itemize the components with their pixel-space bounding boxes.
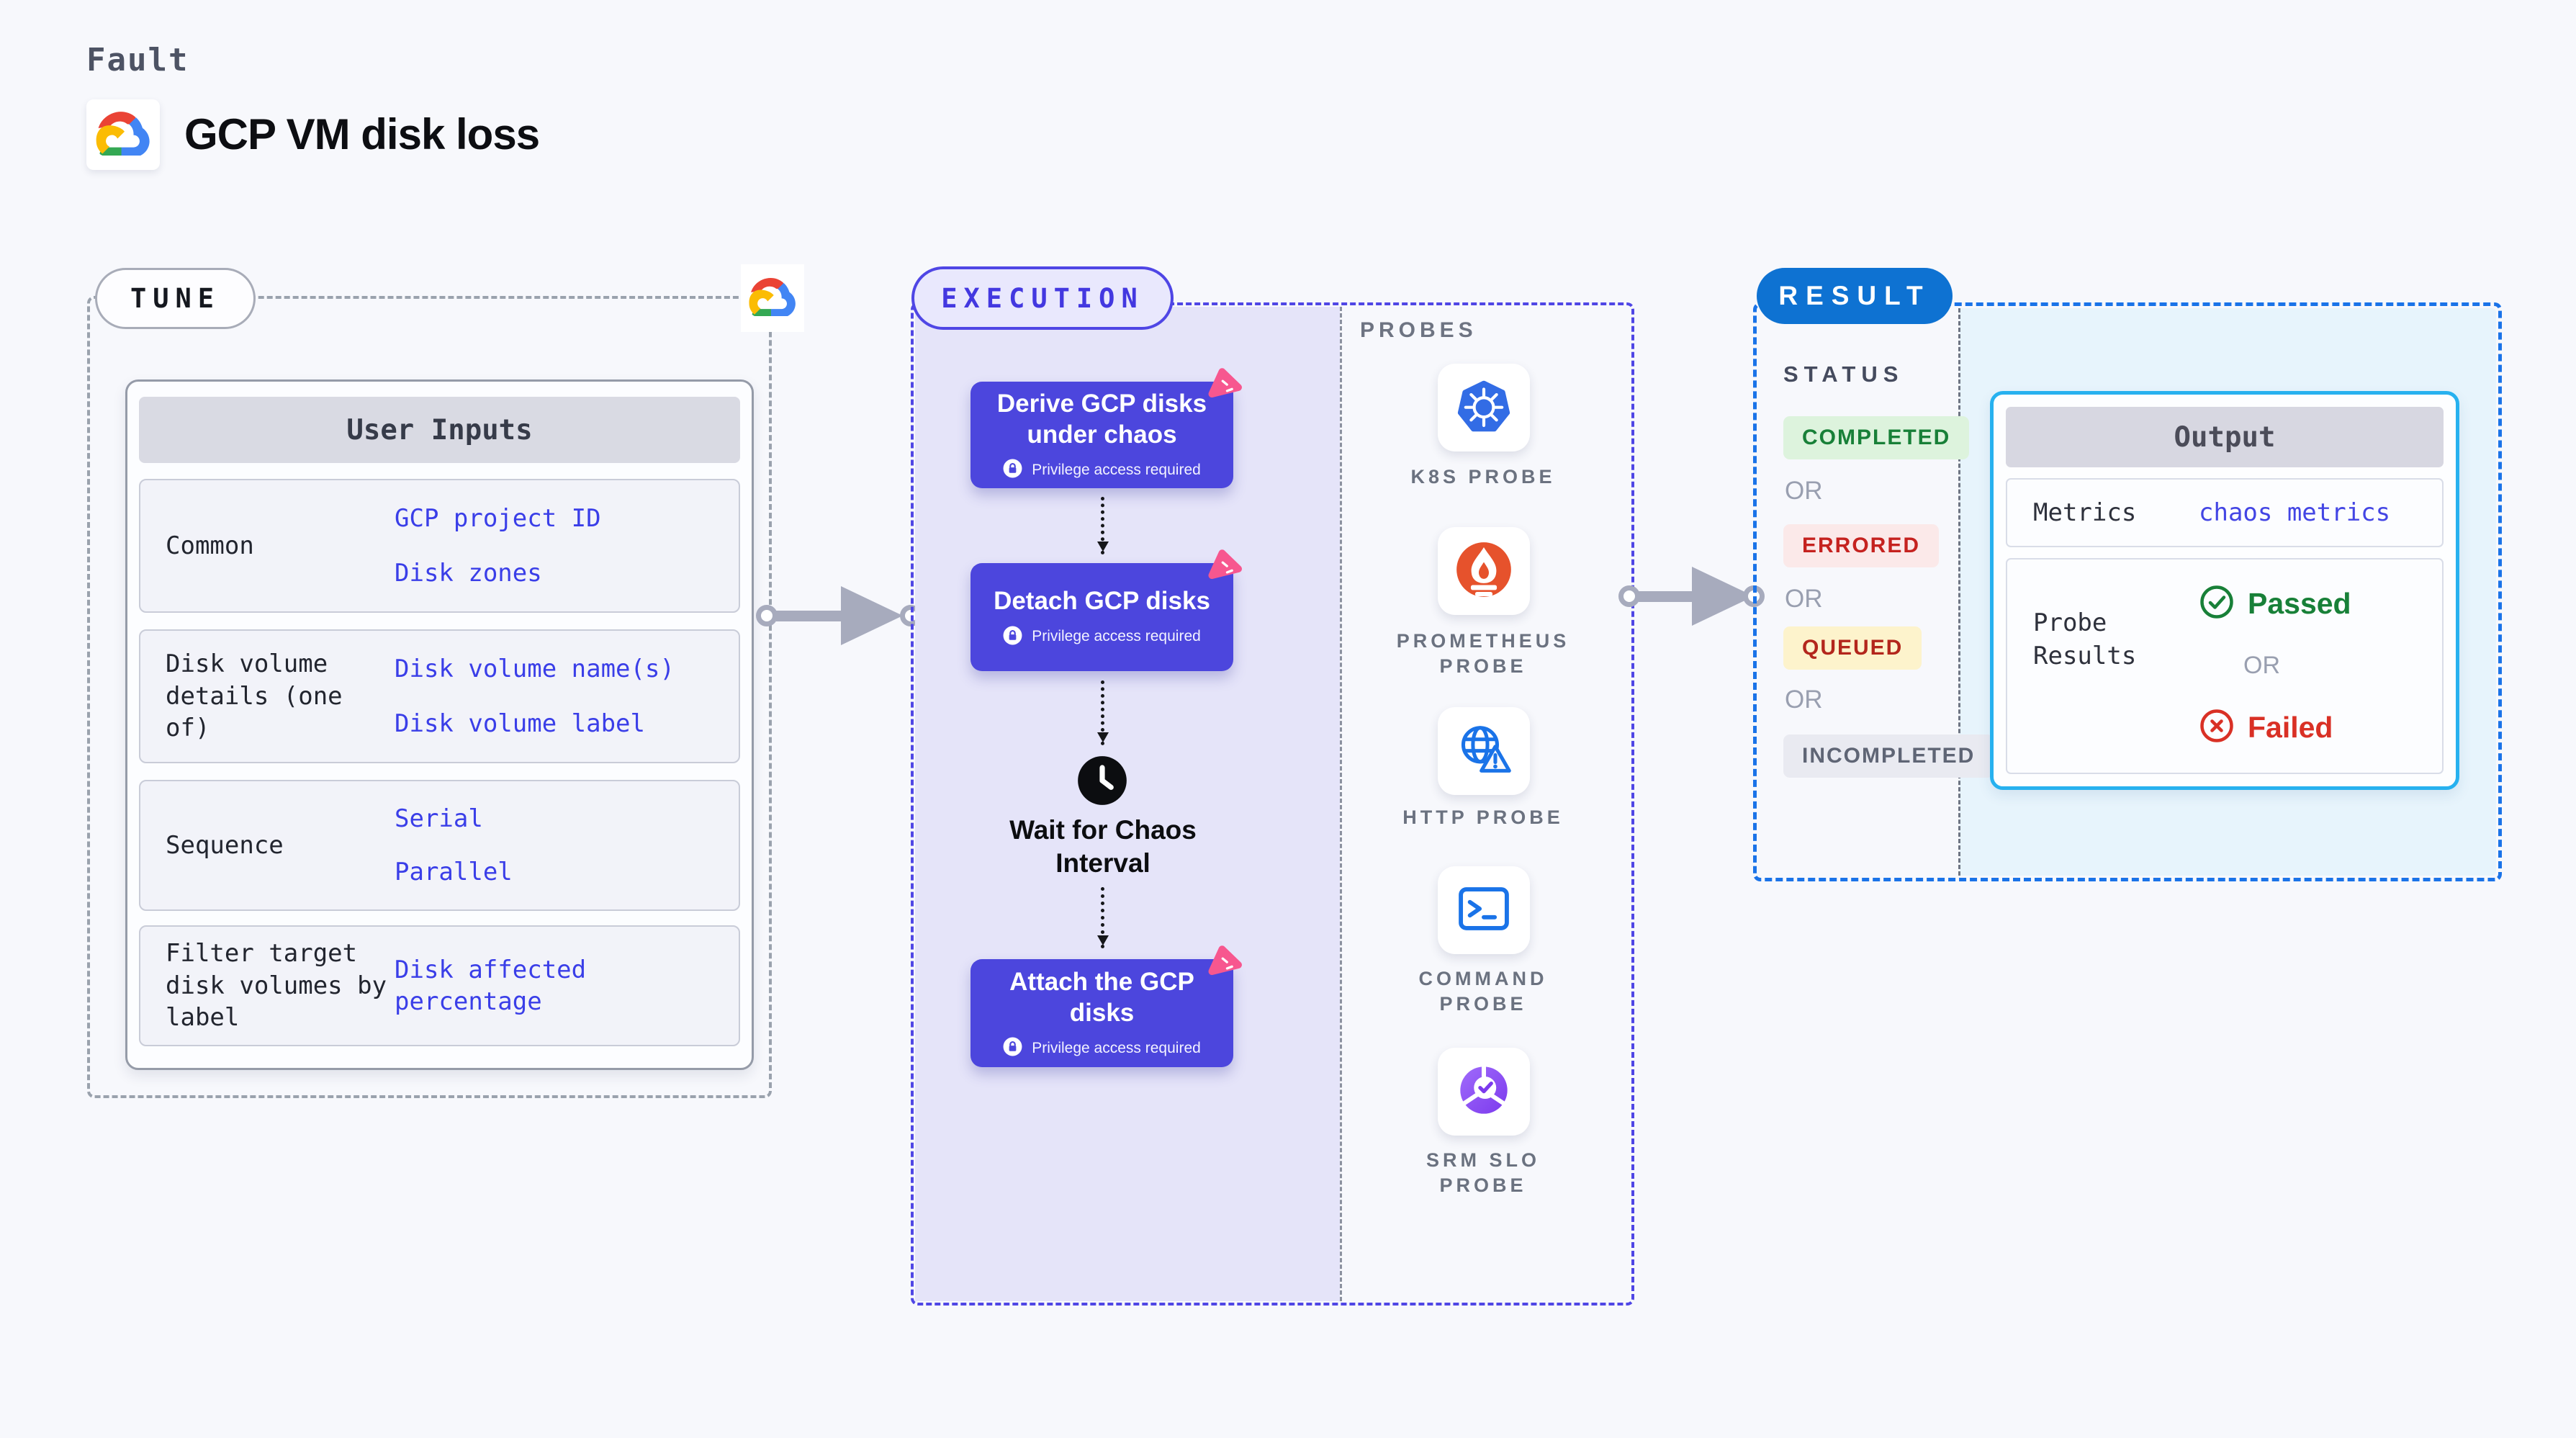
row-values: Serial Parallel (395, 781, 726, 909)
table-row: Filter target disk volumes by label Disk… (139, 925, 740, 1046)
execution-probes-divider (1340, 307, 1342, 1301)
or-separator: OR (1785, 585, 1823, 613)
step-detach-gcp-disks: Detach GCP disks Privilege access requir… (970, 549, 1243, 671)
failed-label: Failed (2248, 710, 2333, 744)
row-value: Disk zones (395, 558, 542, 588)
page-title: GCP VM disk loss (184, 110, 540, 158)
privilege-note-text: Privilege access required (1032, 461, 1201, 478)
status-badge-completed: COMPLETED (1783, 416, 1970, 459)
table-row: Common GCP project ID Disk zones (139, 479, 740, 613)
row-label: Common (166, 531, 254, 560)
table-row: Sequence Serial Parallel (139, 780, 740, 911)
privilege-note-text: Privilege access required (1032, 1039, 1201, 1056)
lock-icon (1003, 1037, 1022, 1059)
status-output-divider (1958, 308, 1960, 876)
command-probe-card (1438, 866, 1530, 954)
row-value: Serial (395, 804, 483, 833)
metrics-value: chaos metrics (2199, 498, 2391, 527)
result-badge: RESULT (1757, 268, 1953, 324)
row-label: Sequence (166, 830, 284, 860)
row-label: Filter target disk volumes by label (166, 938, 387, 1033)
wait-step-title: Wait for Chaos Interval (1009, 815, 1197, 878)
status-badge-incompleted: INCOMPLETED (1783, 734, 1994, 778)
privilege-note: Privilege access required (1003, 459, 1201, 481)
row-label: Disk volume details (one of) (166, 649, 343, 743)
step-title: Attach the GCP disks (1009, 967, 1194, 1027)
row-value: Disk affected percentage (395, 955, 587, 1016)
row-values: GCP project ID Disk zones (395, 480, 726, 611)
status-badge-queued: QUEUED (1783, 626, 1922, 670)
probe-results-row: Probe Results Passed OR (2006, 558, 2444, 774)
tune-badge: TUNE (95, 268, 256, 329)
privilege-note-text: Privilege access required (1032, 628, 1201, 645)
probe-label: K8S PROBE (1410, 466, 1556, 487)
row-values: Disk affected percentage (395, 927, 726, 1045)
flow-arrow-down (1097, 680, 1109, 745)
metrics-row: Metrics chaos metrics (2006, 478, 2444, 547)
privilege-note: Privilege access required (1003, 626, 1201, 648)
status-title: STATUS (1783, 361, 1904, 387)
step-title: Detach GCP disks (994, 587, 1210, 616)
prometheus-probe-card (1438, 527, 1530, 615)
lock-icon (1003, 626, 1022, 648)
probe-results-label: Probe Results (2033, 608, 2137, 670)
globe-warning-icon (1452, 719, 1516, 783)
gcp-logo-card (86, 99, 160, 170)
x-circle-icon (2199, 708, 2235, 747)
probe-label: SRM SLO PROBE (1426, 1149, 1540, 1197)
k8s-probe-card (1438, 364, 1530, 451)
kubernetes-icon (1453, 376, 1515, 439)
privilege-note: Privilege access required (1003, 1037, 1201, 1059)
probes-title: PROBES (1360, 318, 1477, 342)
execution-badge: EXECUTION (911, 266, 1174, 330)
probe-results-states: Passed OR Failed (2199, 574, 2351, 758)
srm-slo-probe-card (1438, 1048, 1530, 1136)
chaos-experiment-icon (1204, 941, 1246, 984)
or-separator: OR (1785, 477, 1823, 505)
probe-label: HTTP PROBE (1402, 806, 1564, 828)
or-separator: OR (2243, 651, 2280, 679)
step-title: Derive GCP disks under chaos (996, 389, 1207, 449)
output-title: Output (2006, 407, 2444, 467)
tune-gcp-corner-card (741, 264, 804, 332)
probe-label: COMMAND PROBE (1418, 968, 1548, 1015)
chaos-experiment-icon (1204, 364, 1246, 406)
terminal-icon (1454, 881, 1514, 940)
probe-label: PROMETHEUS PROBE (1396, 630, 1570, 678)
check-circle-icon (2199, 584, 2235, 623)
flow-arrow-down (1097, 887, 1109, 948)
chaos-experiment-icon (1204, 545, 1246, 588)
page-kicker: Fault (86, 42, 189, 78)
row-values: Disk volume name(s) Disk volume label (395, 631, 726, 762)
failed-state: Failed (2199, 708, 2351, 747)
user-inputs-card: User Inputs Common GCP project ID Disk z… (125, 379, 754, 1070)
row-value: Disk volume label (395, 709, 645, 738)
gcp-cloud-icon (96, 111, 150, 158)
metrics-label: Metrics (2033, 498, 2137, 527)
flow-arrow-down (1097, 497, 1109, 554)
gcp-cloud-icon (749, 277, 796, 319)
tune-section-outline (87, 296, 772, 1098)
row-value: GCP project ID (395, 504, 601, 534)
status-badge-errored: ERRORED (1783, 524, 1940, 567)
step-attach-gcp-disks: Attach the GCP disks Privilege access re… (970, 945, 1243, 1067)
table-row: Disk volume details (one of) Disk volume… (139, 629, 740, 763)
lock-icon (1003, 459, 1022, 481)
output-card: Output Metrics chaos metrics Probe Resul… (1990, 391, 2459, 790)
or-separator: OR (1785, 686, 1823, 714)
user-inputs-title: User Inputs (139, 397, 740, 463)
passed-label: Passed (2248, 586, 2351, 620)
row-value: Disk volume name(s) (395, 655, 675, 684)
step-derive-gcp-disks: Derive GCP disks under chaos Privilege a… (970, 368, 1243, 488)
prometheus-icon (1453, 539, 1515, 603)
row-value: Parallel (395, 857, 513, 886)
slo-donut-check-icon (1453, 1059, 1515, 1124)
http-probe-card (1438, 707, 1530, 795)
clock-icon (1076, 755, 1128, 809)
passed-state: Passed (2199, 584, 2351, 623)
